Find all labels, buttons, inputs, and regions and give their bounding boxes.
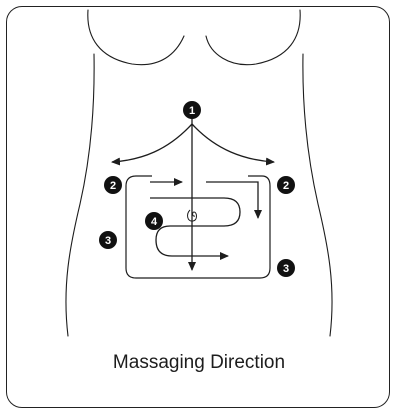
step-1-label: 1 xyxy=(189,105,195,117)
left-curve-arrow xyxy=(112,124,192,162)
step-3-badge-left: 3 xyxy=(99,231,117,249)
serpentine-arrow xyxy=(150,198,240,256)
upper-right-arrow xyxy=(206,182,258,218)
stroke-group-1 xyxy=(112,112,274,270)
right-side-outline xyxy=(303,54,332,336)
step-3-label-left: 3 xyxy=(105,235,111,247)
step-2-label-right: 2 xyxy=(283,180,289,192)
stroke-group-2 xyxy=(150,182,258,218)
step-2-badge-left: 2 xyxy=(104,176,122,194)
step-3-label-right: 3 xyxy=(283,263,289,275)
step-3-badge-right: 3 xyxy=(277,259,295,277)
diagram-caption: Massaging Direction xyxy=(0,352,398,374)
torso-outline xyxy=(66,10,332,336)
step-4-badge: 4 xyxy=(145,212,163,230)
step-4-label: 4 xyxy=(151,216,158,228)
left-breast-curve xyxy=(88,10,184,65)
left-side-outline xyxy=(66,54,94,336)
step-1-badge: 1 xyxy=(183,101,201,119)
step-2-label-left: 2 xyxy=(110,180,116,192)
right-curve-arrow xyxy=(192,124,274,162)
right-breast-curve xyxy=(206,10,300,65)
step-2-badge-right: 2 xyxy=(277,176,295,194)
